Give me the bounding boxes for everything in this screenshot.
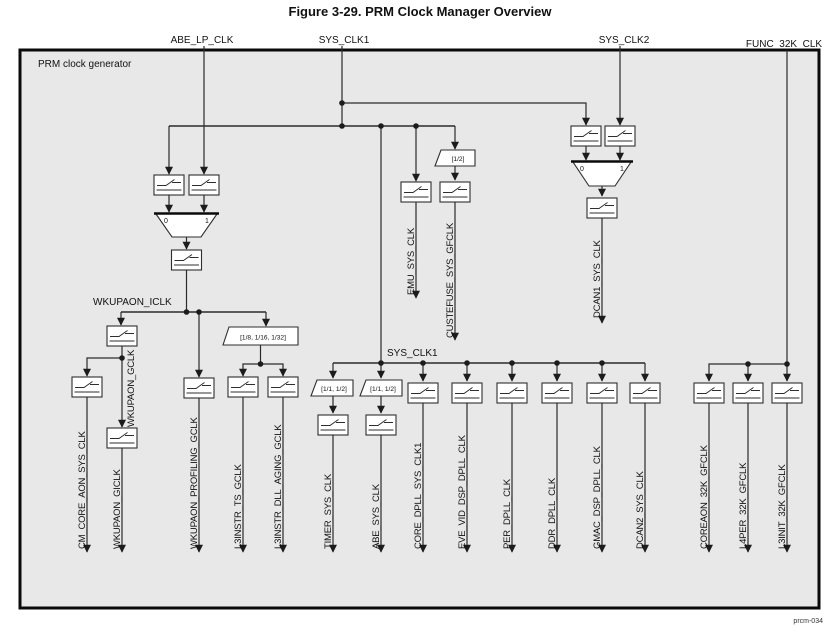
output-clock-label: CM_CORE_AON_SYS_CLK <box>77 431 88 549</box>
clock-gate-icon <box>407 382 439 404</box>
clock-gate-icon <box>629 382 661 404</box>
divider-ratio-label: [1/2] <box>452 156 465 163</box>
clock-gate-icon <box>732 382 764 404</box>
divider-icon <box>359 379 403 397</box>
clock-gate-icon <box>586 382 618 404</box>
clock-wires <box>83 46 791 553</box>
clock-gate-icon <box>771 382 803 404</box>
divider-icon <box>310 379 354 397</box>
output-clock-label: L3INSTR_DLL_AGING_GCLK <box>273 424 284 549</box>
output-clock-label: GMAC_DSP_DPLL_CLK <box>592 445 603 549</box>
clock-gate-icon <box>586 197 618 219</box>
clock-gate-icon <box>496 382 528 404</box>
wkupaon-mux: 0 1 <box>154 212 219 238</box>
output-clock-label: CUSTEFUSE_SYS_GFCLK <box>445 222 456 338</box>
mux-input-0-label: 0 <box>164 218 168 225</box>
clock-gate-icon <box>153 174 185 196</box>
panel-label: PRM clock generator <box>38 59 132 70</box>
output-clock-label: WKUPAON_PROFILING_GCLK <box>189 417 200 549</box>
output-clock-label: EVE_VID_DSP_DPLL_CLK <box>457 434 468 549</box>
divider-ratio-label: [1/1, 1/2] <box>321 386 347 393</box>
clock-gate-icon <box>106 427 138 449</box>
bus-label-sys-clk1: SYS_CLK1 <box>387 348 438 359</box>
clock-gate-icon <box>400 181 432 203</box>
figure-title: Figure 3-29. PRM Clock Manager Overview <box>289 4 553 19</box>
mux-input-1-label: 1 <box>205 218 209 225</box>
clock-gate-icon <box>170 249 203 271</box>
divider-icon <box>222 326 299 346</box>
output-clock-label: EMU_SYS_CLK <box>406 227 417 295</box>
clock-gate-icon <box>227 376 259 398</box>
output-clock-label: DCAN1_SYS_CLK <box>592 239 603 318</box>
divider-ratio-label: [1/8, 1/16, 1/32] <box>240 335 286 342</box>
dividers: [1/8, 1/16, 1/32] [1/2] [1/1, 1/2] [1/1,… <box>222 149 476 397</box>
prm-clock-generator-panel <box>18 48 821 610</box>
clock-gate-icon <box>541 382 573 404</box>
clock-gate-icon <box>71 376 103 398</box>
output-clock-label: L4PER_32K_GFCLK <box>738 462 749 549</box>
figure-watermark: prcm-034 <box>793 618 823 625</box>
clock-gate-icon <box>365 414 397 436</box>
dcan1-mux: 0 1 <box>571 160 633 187</box>
clock-gate-icon <box>317 414 349 436</box>
input-label-sys-clk1: SYS_CLK1 <box>319 35 370 46</box>
output-clock-label: PER_DPLL_CLK <box>502 478 513 549</box>
output-clock-label: DCAN2_SYS_CLK <box>635 470 646 549</box>
junction-dots <box>119 100 790 367</box>
output-clock-label: L3INSTR_TS_GCLK <box>233 463 244 549</box>
output-clock-labels: CM_CORE_AON_SYS_CLK WKUPAON_GICLK WKUPAO… <box>77 417 788 549</box>
clock-gate-icon <box>267 376 299 398</box>
bus-label-wkupaon-gclk: WKUPAON_GCLK <box>126 349 137 427</box>
clock-gate-icon <box>451 382 483 404</box>
input-label-sys-clk2: SYS_CLK2 <box>599 35 650 46</box>
output-clock-label: DDR_DPLL_CLK <box>547 477 558 549</box>
output-clock-label: ABE_SYS_CLK <box>371 483 382 549</box>
output-clock-label: CORE_DPLL_SYS_CLK1 <box>413 443 424 549</box>
divider-ratio-label: [1/1, 1/2] <box>370 386 396 393</box>
input-label-abe-lp-clk: ABE_LP_CLK <box>171 35 234 46</box>
clock-gate-icon <box>604 125 636 147</box>
clock-gate-icon <box>188 174 220 196</box>
mux-input-0-label: 0 <box>580 166 584 173</box>
bus-label-wkupaon-iclk: WKUPAON_ICLK <box>93 297 172 308</box>
clock-gate-icon <box>693 382 725 404</box>
input-label-func-32k-clk: FUNC_32K_CLK <box>746 39 822 50</box>
clock-gate-icon <box>570 125 602 147</box>
output-clock-label: TIMER_SYS_CLK <box>323 473 334 549</box>
output-clock-label: COREAON_32K_GFCLK <box>699 444 710 549</box>
clock-gate-icon <box>183 377 215 399</box>
output-clock-label: WKUPAON_GICLK <box>112 469 123 549</box>
clock-gate-icon <box>106 325 138 347</box>
clock-gate-icon <box>439 181 471 203</box>
divider-icon <box>434 149 476 167</box>
output-clock-label: L3INIT_32K_GFCLK <box>777 464 788 549</box>
mux-input-1-label: 1 <box>620 166 624 173</box>
